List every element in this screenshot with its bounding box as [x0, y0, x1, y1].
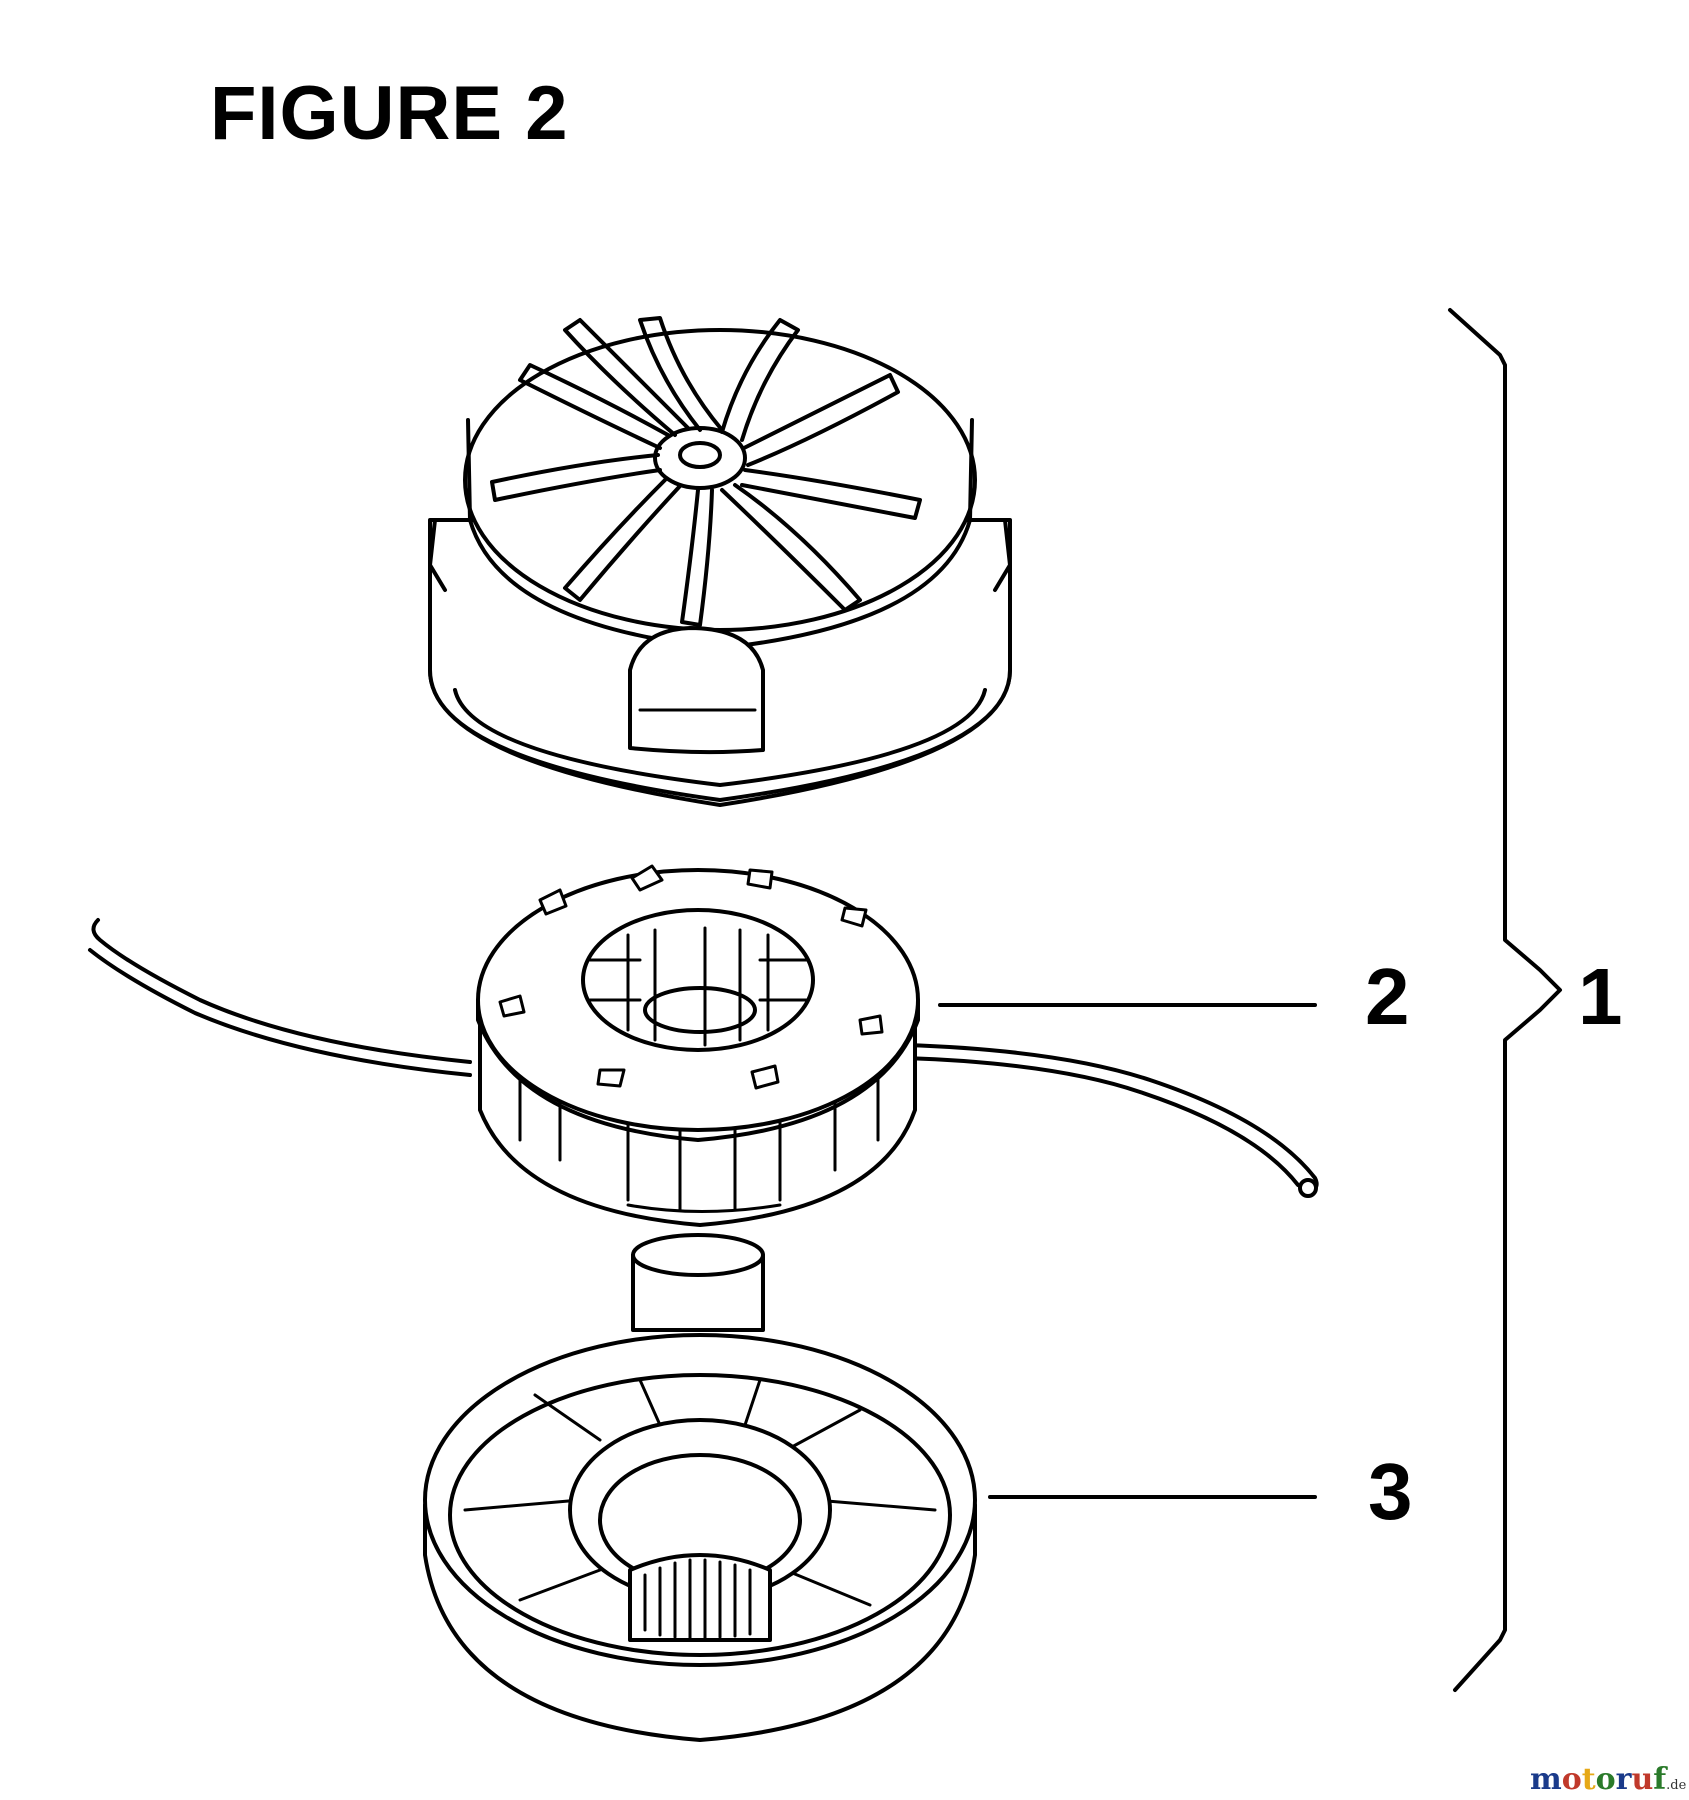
- callout-assembly-label: 1: [1578, 952, 1623, 1041]
- callout-spool-label: 2: [1365, 952, 1410, 1041]
- callout-base-label: 3: [1368, 1447, 1413, 1536]
- watermark-letter: t: [1581, 1762, 1596, 1797]
- assembly-brace: [1448, 308, 1562, 1692]
- brand-watermark: motoruf.de: [1530, 1762, 1686, 1797]
- watermark-letter: m: [1530, 1762, 1562, 1797]
- watermark-letter: o: [1595, 1762, 1616, 1797]
- watermark-suffix: .de: [1666, 1778, 1687, 1793]
- watermark-letter: o: [1561, 1762, 1582, 1797]
- figure-title: FIGURE 2: [210, 71, 569, 156]
- watermark-letter: r: [1615, 1762, 1632, 1797]
- spool-part: [88, 864, 1319, 1227]
- watermark-letter: f: [1653, 1762, 1667, 1797]
- watermark-letter: u: [1631, 1762, 1654, 1797]
- cover-part: [428, 316, 1012, 807]
- base-part: [423, 1233, 977, 1742]
- watermark-brand-text: motoruf: [1530, 1762, 1666, 1797]
